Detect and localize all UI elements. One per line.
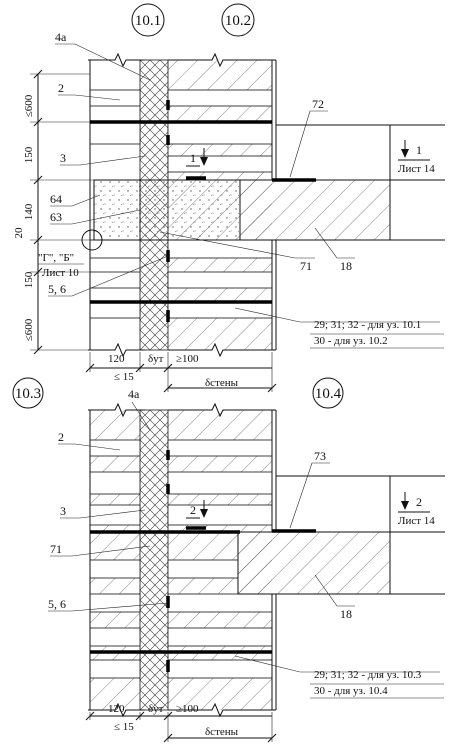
label-18-bottom: 18 [340,607,352,621]
section-sheet-14: Лист 14 [398,163,435,175]
top-labels: 4а 2 3 64 63 72 71 18 "Г", "Б" Лист 10 5… [38,30,355,297]
dim-120: 120 [108,353,125,365]
label-list-10: Лист 10 [42,267,79,279]
dim-100-bottom: ≥100 [176,703,199,715]
note-2-bottom: 30 - для уз. 10.4 [314,685,388,697]
dim-600-top: ≤600 [23,94,35,117]
bottom-detail: 10.3 10.4 [12,377,445,743]
label-2: 2 [58,81,64,95]
dim-15-bottom: ≤ 15 [114,721,134,733]
label-71: 71 [300,259,312,273]
dim-140: 140 [23,203,35,220]
bottom-wall [88,402,277,718]
dim-delta-ut-bottom: δут [148,703,164,715]
dim-150-a: 150 [23,146,35,163]
bottom-notes: 29; 31; 32 - для уз. 10.3 30 - для уз. 1… [234,655,444,699]
node-circle-10-1 [131,3,165,37]
section-sheet-14-bottom: Лист 14 [398,515,435,527]
label-5-6-bottom: 5, 6 [48,597,66,611]
dim-delta-wall-bottom: δстены [205,726,239,738]
section-mark-2: 2 [416,495,422,509]
dim-600-bottom: ≤600 [23,318,35,341]
dim-delta-ut: δут [148,353,164,365]
label-gb: "Г", "Б" [38,252,74,264]
top-brick-courses [89,89,273,319]
section-mark-1: 1 [416,143,422,157]
note-1-bottom: 29; 31; 32 - для уз. 10.3 [314,669,422,681]
top-detail: 10.1 10.2 [13,3,445,393]
node-circle-10-3 [12,377,44,409]
note-1-top: 29; 31; 32 - для уз. 10.1 [314,319,421,331]
top-bottom-dimensions: 120 δут ≥100 ≤ 15 δстены [85,352,277,393]
dim-100: ≥100 [176,353,199,365]
node-circle-10-2 [221,3,255,37]
dim-120-bottom: 120 [108,703,125,715]
dim-150-b: 150 [23,271,35,288]
bottom-bottom-dimensions: 120 δут ≥100 ≤ 15 δстены [85,703,277,743]
label-3: 3 [60,151,66,165]
node-label-10-2: 10.2 [225,13,251,29]
label-63: 63 [50,210,62,224]
dim-20: 20 [13,227,25,239]
section-num: 1 [190,151,196,165]
label-18: 18 [340,259,352,273]
dim-15: ≤ 15 [114,371,134,383]
section-num-bottom: 2 [190,503,196,517]
label-5-6: 5, 6 [48,282,66,296]
label-71-bottom: 71 [50,542,62,556]
label-3-bottom: 3 [60,504,66,518]
label-4a: 4а [55,30,67,44]
top-left-dimensions: ≤600 150 140 20 150 ≤600 [13,69,94,355]
bottom-section-mark: 2 2 Лист 14 [186,492,435,527]
node-label-10-4: 10.4 [315,386,342,402]
node-label-10-1: 10.1 [135,13,161,29]
label-2-bottom: 2 [58,430,64,444]
note-2-top: 30 - для уз. 10.2 [314,335,388,347]
node-circle-10-4 [312,377,344,409]
bottom-slab-assembly [186,475,445,595]
label-64: 64 [50,192,62,206]
dim-delta-wall: δстены [205,377,239,389]
top-slab-assembly [81,124,445,251]
bottom-labels: 4а 2 3 71 73 18 5, 6 [48,387,355,621]
top-notes: 29; 31; 32 - для уз. 10.1 30 - для уз. 1… [234,307,444,349]
node-label-10-3: 10.3 [15,386,41,402]
label-72: 72 [312,97,324,111]
label-4a-bottom: 4а [128,387,140,401]
top-section-mark: 1 1 Лист 14 [186,140,435,175]
label-73: 73 [314,449,326,463]
